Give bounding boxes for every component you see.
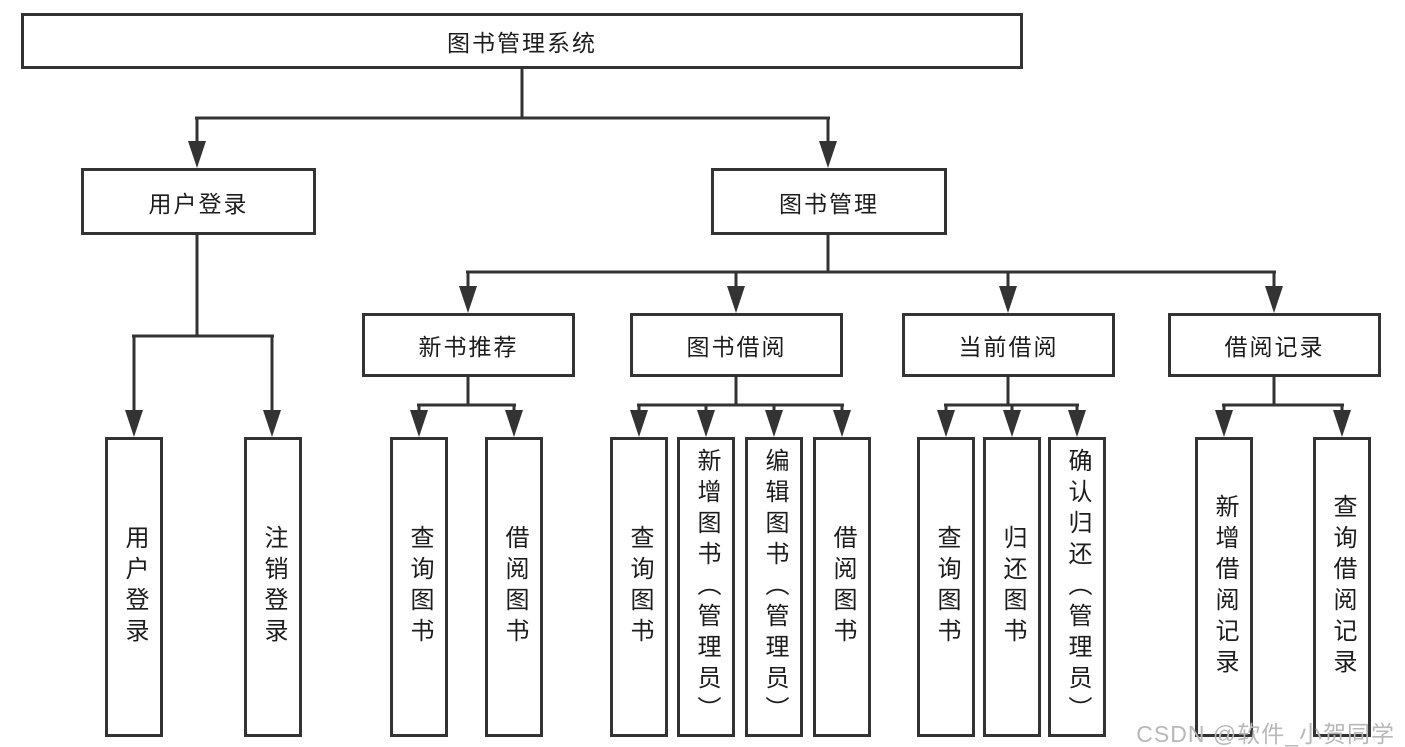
leaf-user-login: 用户登录 — [105, 437, 163, 737]
leaf-label: 查询借阅记录 — [1329, 494, 1356, 680]
leaf-query-books-current: 查询图书 — [917, 437, 975, 737]
leaf-add-books-admin: 新增图书（管理员） — [677, 437, 735, 737]
leaf-label: 新增图书（管理员） — [693, 447, 720, 727]
leaf-label: 确认归还（管理员） — [1064, 447, 1091, 727]
node-label: 当前借阅 — [958, 334, 1059, 360]
leaf-logout: 注销登录 — [244, 437, 302, 737]
leaf-add-borrow-record: 新增借阅记录 — [1195, 437, 1253, 737]
leaf-query-books-recommend: 查询图书 — [390, 437, 448, 737]
node-label: 新书推荐 — [418, 334, 519, 360]
node-label: 借阅记录 — [1224, 334, 1325, 360]
node-current-borrowing: 当前借阅 — [902, 313, 1115, 377]
leaf-confirm-return-admin: 确认归还（管理员） — [1048, 437, 1106, 737]
leaf-label: 查询图书 — [626, 525, 653, 649]
leaf-borrow-books-recommend: 借阅图书 — [485, 437, 543, 737]
node-book-management: 图书管理 — [711, 168, 947, 235]
node-label: 图书管理系统 — [447, 30, 597, 56]
leaf-query-borrow-record: 查询借阅记录 — [1313, 437, 1371, 737]
leaf-edit-books-admin: 编辑图书（管理员） — [745, 437, 803, 737]
leaf-query-books-borrowing: 查询图书 — [610, 437, 668, 737]
leaf-borrow-books-borrowing: 借阅图书 — [813, 437, 871, 737]
leaf-label: 注销登录 — [260, 525, 287, 649]
node-book-borrowing: 图书借阅 — [630, 313, 843, 377]
leaf-label: 查询图书 — [406, 525, 433, 649]
node-label: 用户登录 — [148, 190, 249, 217]
watermark: CSDN @软件_小贺同学 — [1136, 721, 1395, 747]
node-label: 图书借阅 — [686, 334, 787, 360]
leaf-label: 新增借阅记录 — [1211, 494, 1238, 680]
leaf-label: 归还图书 — [999, 525, 1026, 649]
leaf-label: 编辑图书（管理员） — [761, 447, 788, 727]
node-library-management-system: 图书管理系统 — [21, 13, 1023, 69]
leaf-label: 用户登录 — [121, 525, 148, 649]
leaf-label: 借阅图书 — [829, 525, 856, 649]
node-user-login: 用户登录 — [81, 168, 316, 235]
node-label: 图书管理 — [779, 190, 879, 217]
leaf-label: 借阅图书 — [501, 525, 528, 649]
leaf-label: 查询图书 — [933, 525, 960, 649]
node-borrowing-records: 借阅记录 — [1168, 313, 1381, 377]
node-new-book-recommendation: 新书推荐 — [362, 313, 575, 377]
leaf-return-books: 归还图书 — [983, 437, 1041, 737]
